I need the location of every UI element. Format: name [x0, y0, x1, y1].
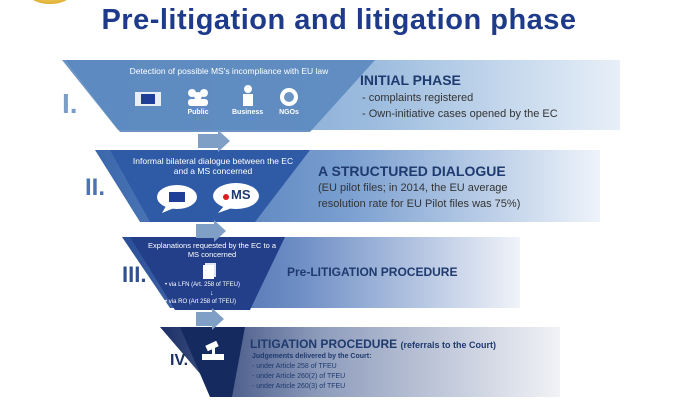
eu-building-icon [133, 88, 163, 108]
phase-4-detail-3: - under Article 260(3) of TFEU [252, 383, 346, 390]
phase-1-detail-2: - Own-initiative cases opened by the EC [362, 108, 558, 120]
numeral-3: III. [122, 262, 147, 287]
numeral-1: I. [62, 88, 78, 119]
phase-2-funnel-text: Informal bilateral dialogue between the … [132, 156, 294, 176]
phase-3-funnel-text: Explanations requested by the EC to a MS… [148, 241, 276, 259]
numeral-4: IV. [170, 352, 189, 369]
business-label: Business [232, 109, 264, 116]
phase-2-detail-1: (EU pilot files; in 2014, the EU average [318, 182, 508, 194]
page-title: Pre-litigation and litigation phase [101, 4, 577, 36]
funnel-segment-2 [110, 150, 310, 222]
phase-4-sub: Judgements delivered by the Court: [252, 353, 372, 360]
phase-4-detail-1: - under Article 258 of TFEU [252, 363, 337, 370]
phase-4-heading-suffix: (referrals to the Court) [400, 340, 496, 350]
ms-speech-bubble: MS [212, 182, 260, 219]
phase-1-detail-1: - complaints registered [362, 92, 474, 104]
down-arrow-icon: ↓ [210, 290, 214, 297]
funnel-segment-1 [65, 60, 375, 132]
business-icon: Business [232, 84, 263, 116]
ngos-icon: NGOs [278, 87, 300, 116]
public-label: Public [187, 109, 209, 116]
document-icon [202, 262, 218, 285]
funnel-segment-4 [180, 327, 245, 397]
phase-2-heading: A STRUCTURED DIALOGUE [318, 163, 506, 179]
ms-label: MS [231, 187, 251, 202]
phase-1-funnel-text: Detection of possible MS's incompliance … [129, 66, 329, 76]
phase-3-via-1: • via LFN (Art. 258 of TFEU) [165, 282, 241, 288]
phase-1-heading: INITIAL PHASE [360, 72, 461, 88]
logo-blob [30, 0, 70, 4]
phase-4-heading-text: LITIGATION PROCEDURE [250, 337, 398, 351]
public-icon: Public [185, 87, 211, 116]
ngos-label: NGOs [279, 109, 299, 116]
arrow-3 [196, 308, 224, 330]
phase-4-detail-2: - under Article 260(2) of TFEU [252, 373, 346, 380]
phase-3-via-2: • via RO (Art 258 of TFEU) [165, 299, 237, 305]
band-4 [160, 327, 560, 397]
arrow-2 [196, 220, 226, 242]
numeral-2: II. [85, 174, 106, 201]
arrow-1 [198, 130, 230, 152]
phase-2-detail-2: resolution rate for EU Pilot files was 7… [318, 198, 521, 210]
phase-4-heading: LITIGATION PROCEDURE (referrals to the C… [250, 337, 496, 351]
phase-3-heading: Pre-LITIGATION PROCEDURE [287, 265, 458, 279]
eu-speech-bubble-icon [156, 184, 198, 219]
gavel-icon [200, 340, 226, 367]
